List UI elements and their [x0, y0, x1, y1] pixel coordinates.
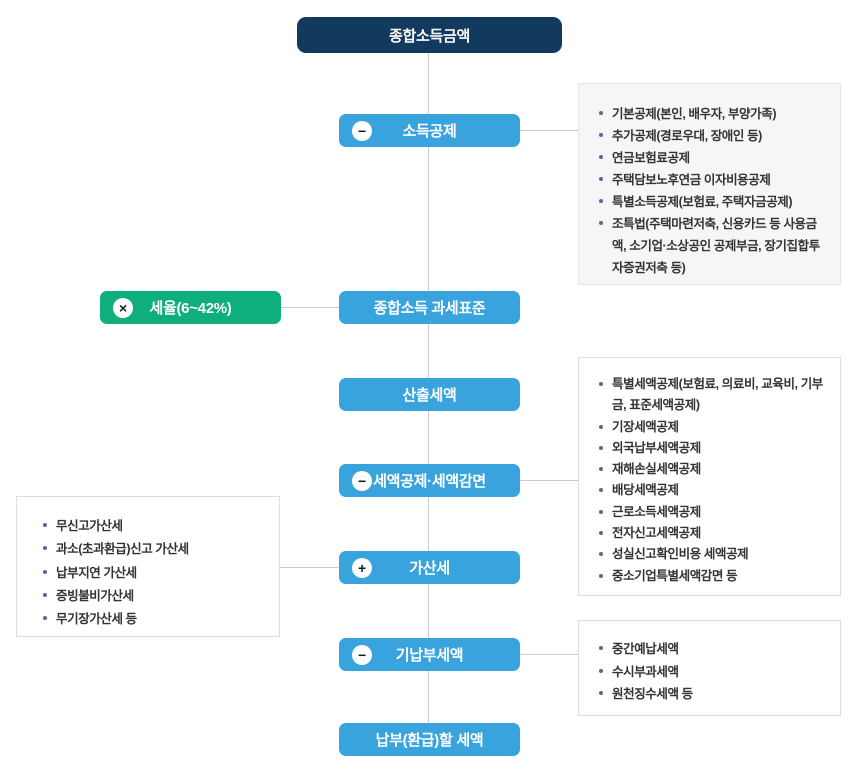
rate-box-label: 세율(6~42%)	[149, 300, 232, 317]
list-item: 무기장가산세 등	[41, 608, 265, 631]
connector-penalty	[280, 567, 339, 568]
list-item: 배당세액공제	[597, 480, 828, 501]
list-item: 주택담보노후연금 이자비용공제	[597, 169, 826, 191]
list-item: 무신고가산세	[41, 515, 265, 538]
step-label: 종합소득 과세표준	[373, 300, 486, 317]
list-item: 중간예납세액	[597, 638, 826, 661]
list-item: 증빙불비가산세	[41, 585, 265, 608]
connector-prepaid	[519, 654, 578, 655]
panel-tax-credit-items: 특별세액공제(보험료, 의료비, 교육비, 기부금, 표준세액공제)기장세액공제…	[578, 357, 841, 596]
minus-icon: −	[352, 470, 372, 491]
list-item: 성실신고확인비용 세액공제	[597, 544, 828, 565]
step-label: 소득공제	[402, 123, 457, 140]
connector-income-deduction	[519, 130, 578, 131]
step-label: 기납부세액	[395, 647, 464, 664]
times-icon: ×	[113, 297, 133, 318]
list-item: 과소(초과환급)신고 가산세	[41, 538, 265, 561]
step-label: 산출세액	[402, 387, 457, 404]
step-label: 납부(환급)할 세액	[375, 732, 484, 749]
list-item: 원천징수세액 등	[597, 683, 826, 706]
minus-icon: −	[352, 120, 372, 141]
list-item: 납부지연 가산세	[41, 562, 265, 585]
income-deduction-list: 기본공제(본인, 배우자, 부양가족)추가공제(경로우대, 장애인 등)연금보험…	[597, 103, 826, 279]
step-box-calculated-tax: 산출세액	[339, 378, 520, 411]
list-item: 기본공제(본인, 배우자, 부양가족)	[597, 103, 826, 125]
step-box-prepaid-tax: − 기납부세액	[339, 638, 520, 671]
panel-income-deduction-items: 기본공제(본인, 배우자, 부양가족)추가공제(경로우대, 장애인 등)연금보험…	[578, 83, 841, 285]
list-item: 중소기업특별세액감면 등	[597, 566, 828, 587]
connector-tax-credit	[519, 480, 578, 481]
step-box-income-deduction: − 소득공제	[339, 114, 520, 147]
tax-credit-list: 특별세액공제(보험료, 의료비, 교육비, 기부금, 표준세액공제)기장세액공제…	[597, 374, 828, 587]
plus-icon: +	[352, 557, 372, 578]
list-item: 근로소득세액공제	[597, 502, 828, 523]
list-item: 특별세액공제(보험료, 의료비, 교육비, 기부금, 표준세액공제)	[597, 374, 828, 417]
list-item: 전자신고세액공제	[597, 523, 828, 544]
connector-tax-rate	[280, 307, 339, 308]
step-label: 가산세	[409, 560, 450, 577]
list-item: 연금보험료공제	[597, 147, 826, 169]
list-item: 재해손실세액공제	[597, 459, 828, 480]
rate-box-tax-rate: × 세율(6~42%)	[100, 291, 281, 324]
step-box-tax-base: 종합소득 과세표준	[339, 291, 520, 324]
step-box-tax-credit-reduction: − 세액공제·세액감면	[339, 464, 520, 497]
list-item: 특별소득공제(보험료, 주택자금공제)	[597, 191, 826, 213]
step-box-penalty-tax: + 가산세	[339, 551, 520, 584]
list-item: 기장세액공제	[597, 417, 828, 438]
step-box-final-tax-payable: 납부(환급)할 세액	[339, 723, 520, 756]
minus-icon: −	[352, 644, 372, 665]
root-box-total-income: 종합소득금액	[297, 17, 562, 53]
list-item: 외국납부세액공제	[597, 438, 828, 459]
list-item: 조특법(주택마련저축, 신용카드 등 사용금액, 소기업·소상공인 공제부금, …	[597, 213, 826, 279]
root-box-label: 종합소득금액	[388, 27, 470, 45]
step-label: 세액공제·세액감면	[373, 473, 486, 490]
list-item: 추가공제(경로우대, 장애인 등)	[597, 125, 826, 147]
list-item: 수시부과세액	[597, 661, 826, 684]
